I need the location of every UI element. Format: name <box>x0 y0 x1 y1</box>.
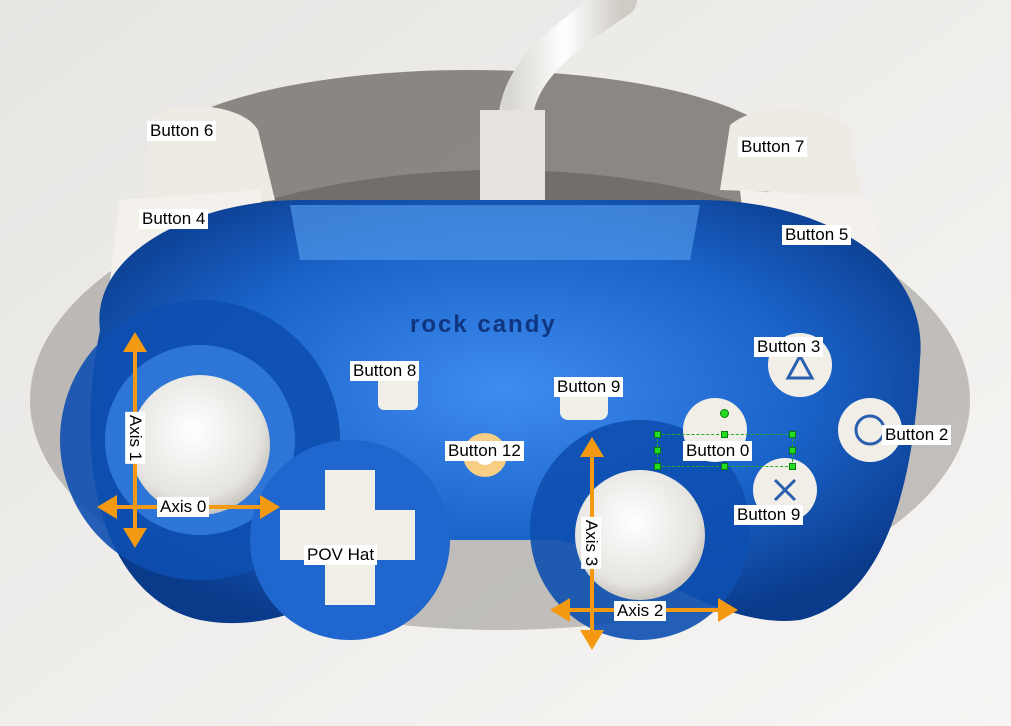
resize-handle-nw[interactable] <box>654 431 661 438</box>
label-pov-hat: POV Hat <box>304 545 378 565</box>
label-axis-0: Axis 0 <box>157 497 210 517</box>
resize-handle-n[interactable] <box>721 431 728 438</box>
label-button-6: Button 6 <box>147 121 217 141</box>
label-axis-3: Axis 3 <box>581 516 602 570</box>
resize-handle-s[interactable] <box>721 463 728 470</box>
label-button-7: Button 7 <box>738 137 808 157</box>
rotate-handle[interactable] <box>720 409 729 418</box>
label-button-0[interactable]: Button 0 <box>683 441 753 461</box>
resize-handle-ne[interactable] <box>789 431 796 438</box>
label-axis-1: Axis 1 <box>125 411 146 465</box>
label-axis-2: Axis 2 <box>614 601 667 621</box>
label-button-4: Button 4 <box>139 209 209 229</box>
brand-logo: rock candy <box>410 311 557 338</box>
label-button-3: Button 3 <box>754 337 824 357</box>
label-button-9-bottom: Button 9 <box>734 505 804 525</box>
resize-handle-se[interactable] <box>789 463 796 470</box>
label-button-12: Button 12 <box>445 441 524 461</box>
resize-handle-w[interactable] <box>654 447 661 454</box>
label-button-8: Button 8 <box>350 361 420 381</box>
resize-handle-sw[interactable] <box>654 463 661 470</box>
label-button-5: Button 5 <box>782 225 852 245</box>
resize-handle-e[interactable] <box>789 447 796 454</box>
label-button-9-center: Button 9 <box>554 377 624 397</box>
label-button-2: Button 2 <box>882 425 952 445</box>
